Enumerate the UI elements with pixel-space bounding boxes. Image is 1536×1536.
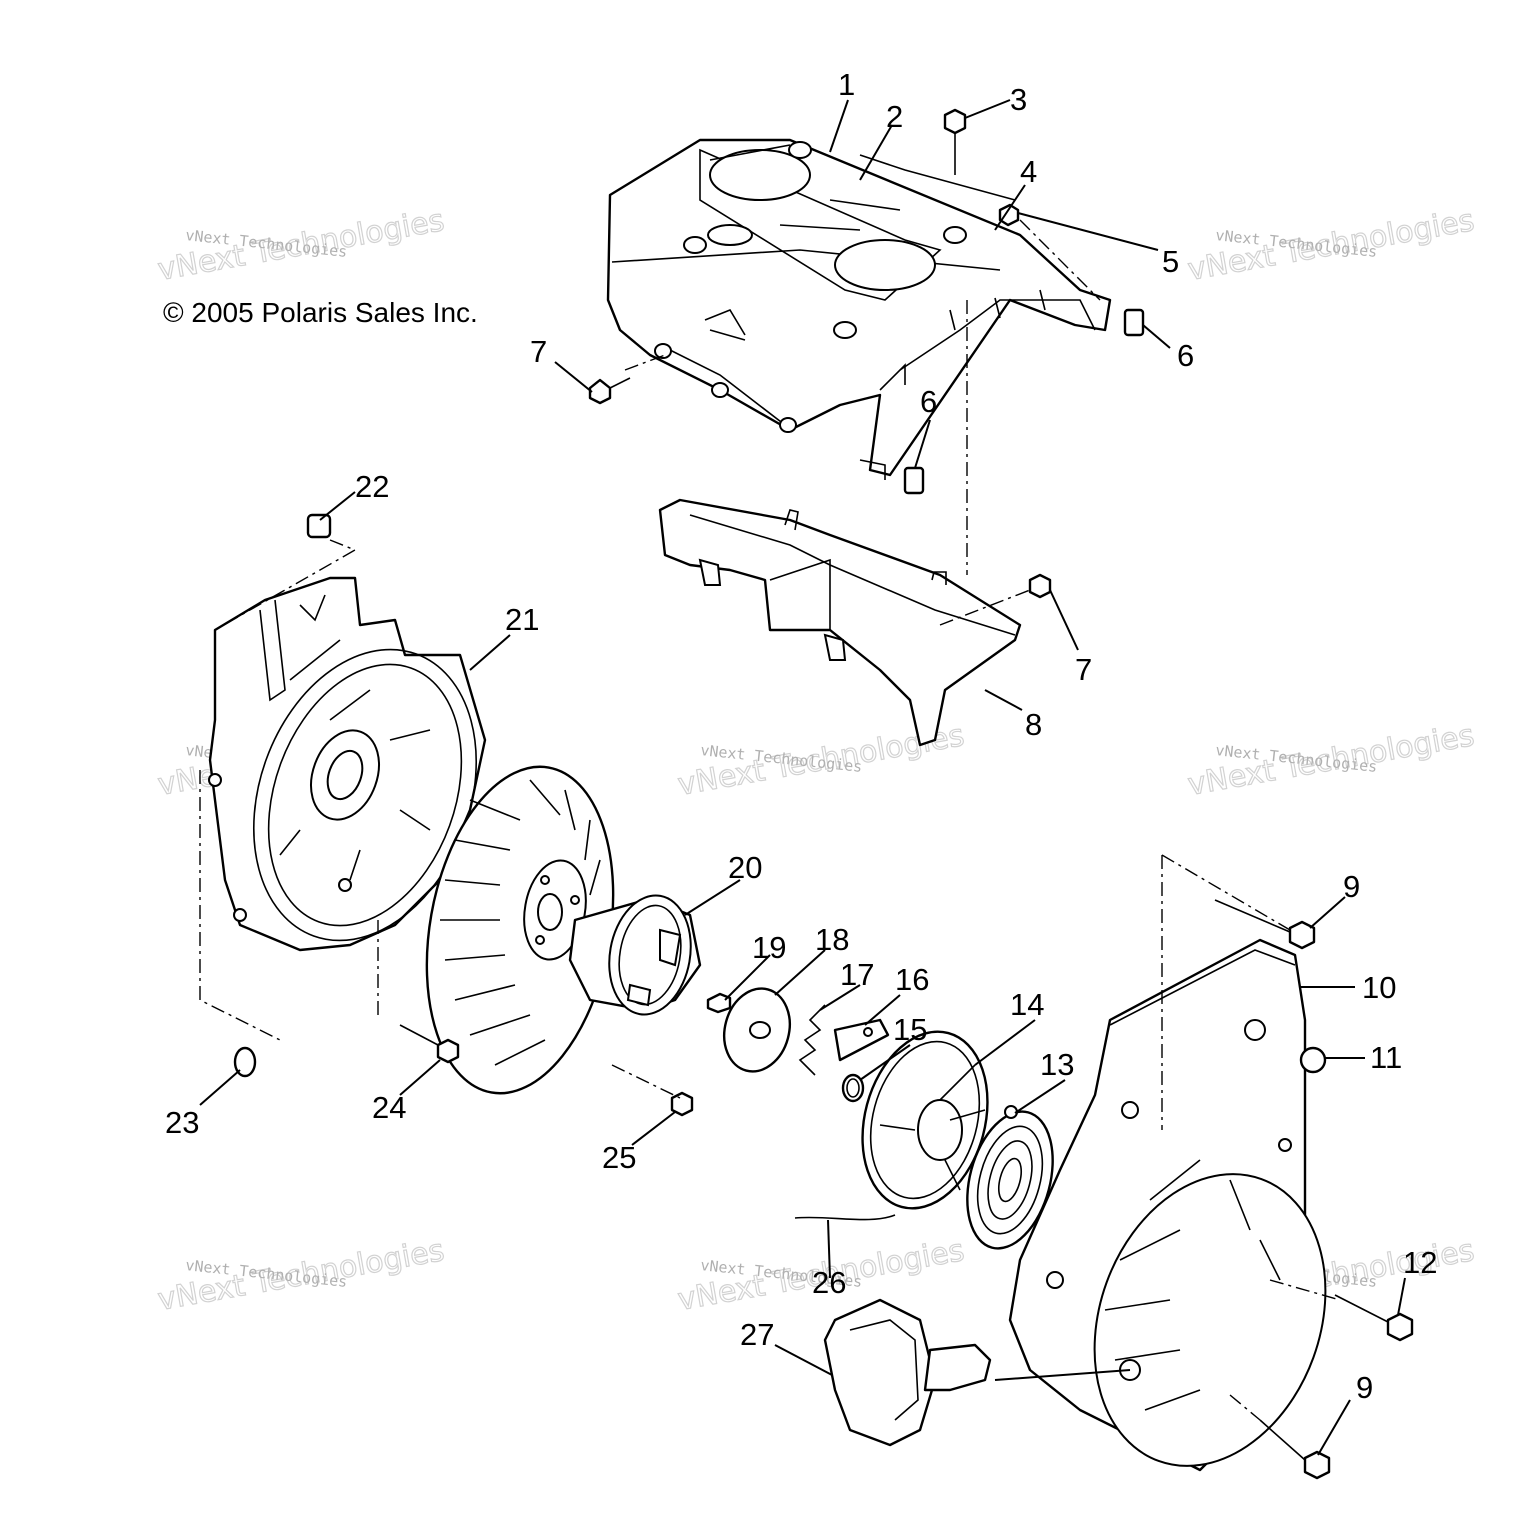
callout-3: 3	[1010, 82, 1027, 117]
callout-8: 8	[1025, 707, 1042, 742]
callout-11: 11	[1370, 1040, 1402, 1075]
callout-18: 18	[815, 922, 849, 957]
part-fan-housing	[208, 576, 487, 952]
part-19-nut	[706, 992, 732, 1014]
callout-24: 24	[372, 1090, 406, 1125]
part-17-spring	[798, 1004, 826, 1076]
callout-10: 10	[1362, 970, 1396, 1005]
callout-5: 5	[1162, 244, 1179, 279]
callout-17: 17	[840, 957, 874, 992]
callout-1: 1	[838, 67, 855, 102]
part-27-handle	[823, 1298, 992, 1447]
callout-7: 7	[1075, 652, 1092, 687]
callout-6: 6	[920, 384, 937, 419]
part-26-rope	[794, 1214, 896, 1221]
callout-4: 4	[1020, 154, 1037, 189]
copyright-notice: © 2005 Polaris Sales Inc.	[163, 297, 478, 328]
callout-20: 20	[728, 850, 762, 885]
callout-7: 7	[530, 334, 547, 369]
callout-22: 22	[355, 469, 389, 504]
callout-25: 25	[602, 1140, 636, 1175]
callout-12: 12	[1403, 1245, 1437, 1280]
part-engine-cover	[606, 138, 1112, 480]
part-air-duct	[658, 498, 1022, 747]
part-16-pawl	[833, 1018, 890, 1062]
leader-lines	[199, 99, 1406, 1456]
callout-21: 21	[505, 602, 539, 637]
part-starter-cup	[568, 894, 702, 1016]
callout-27: 27	[740, 1317, 774, 1352]
callout-9: 9	[1343, 869, 1360, 904]
callout-23: 23	[165, 1105, 199, 1140]
callout-6: 6	[1177, 338, 1194, 373]
callout-14: 14	[1010, 987, 1044, 1022]
callout-labels: 1 2 3 4 5 6 6 7 7 8 9 9 10 11 12 13 14 1…	[165, 67, 1437, 1405]
callout-16: 16	[895, 962, 929, 997]
callout-15: 15	[893, 1012, 927, 1047]
part-18-plate	[723, 987, 791, 1073]
part-10-recoil-housing	[1008, 938, 1327, 1472]
callout-2: 2	[886, 99, 903, 134]
assembly-lines	[199, 219, 1341, 1421]
part-13-recoil-spring	[966, 1105, 1054, 1250]
callout-26: 26	[812, 1265, 846, 1300]
part-flywheel-fan	[425, 765, 615, 1095]
part-14-pulley	[861, 1030, 989, 1210]
callout-9: 9	[1356, 1370, 1373, 1405]
callout-19: 19	[752, 930, 786, 965]
callout-13: 13	[1040, 1047, 1074, 1082]
part-15-ring	[841, 1073, 865, 1103]
